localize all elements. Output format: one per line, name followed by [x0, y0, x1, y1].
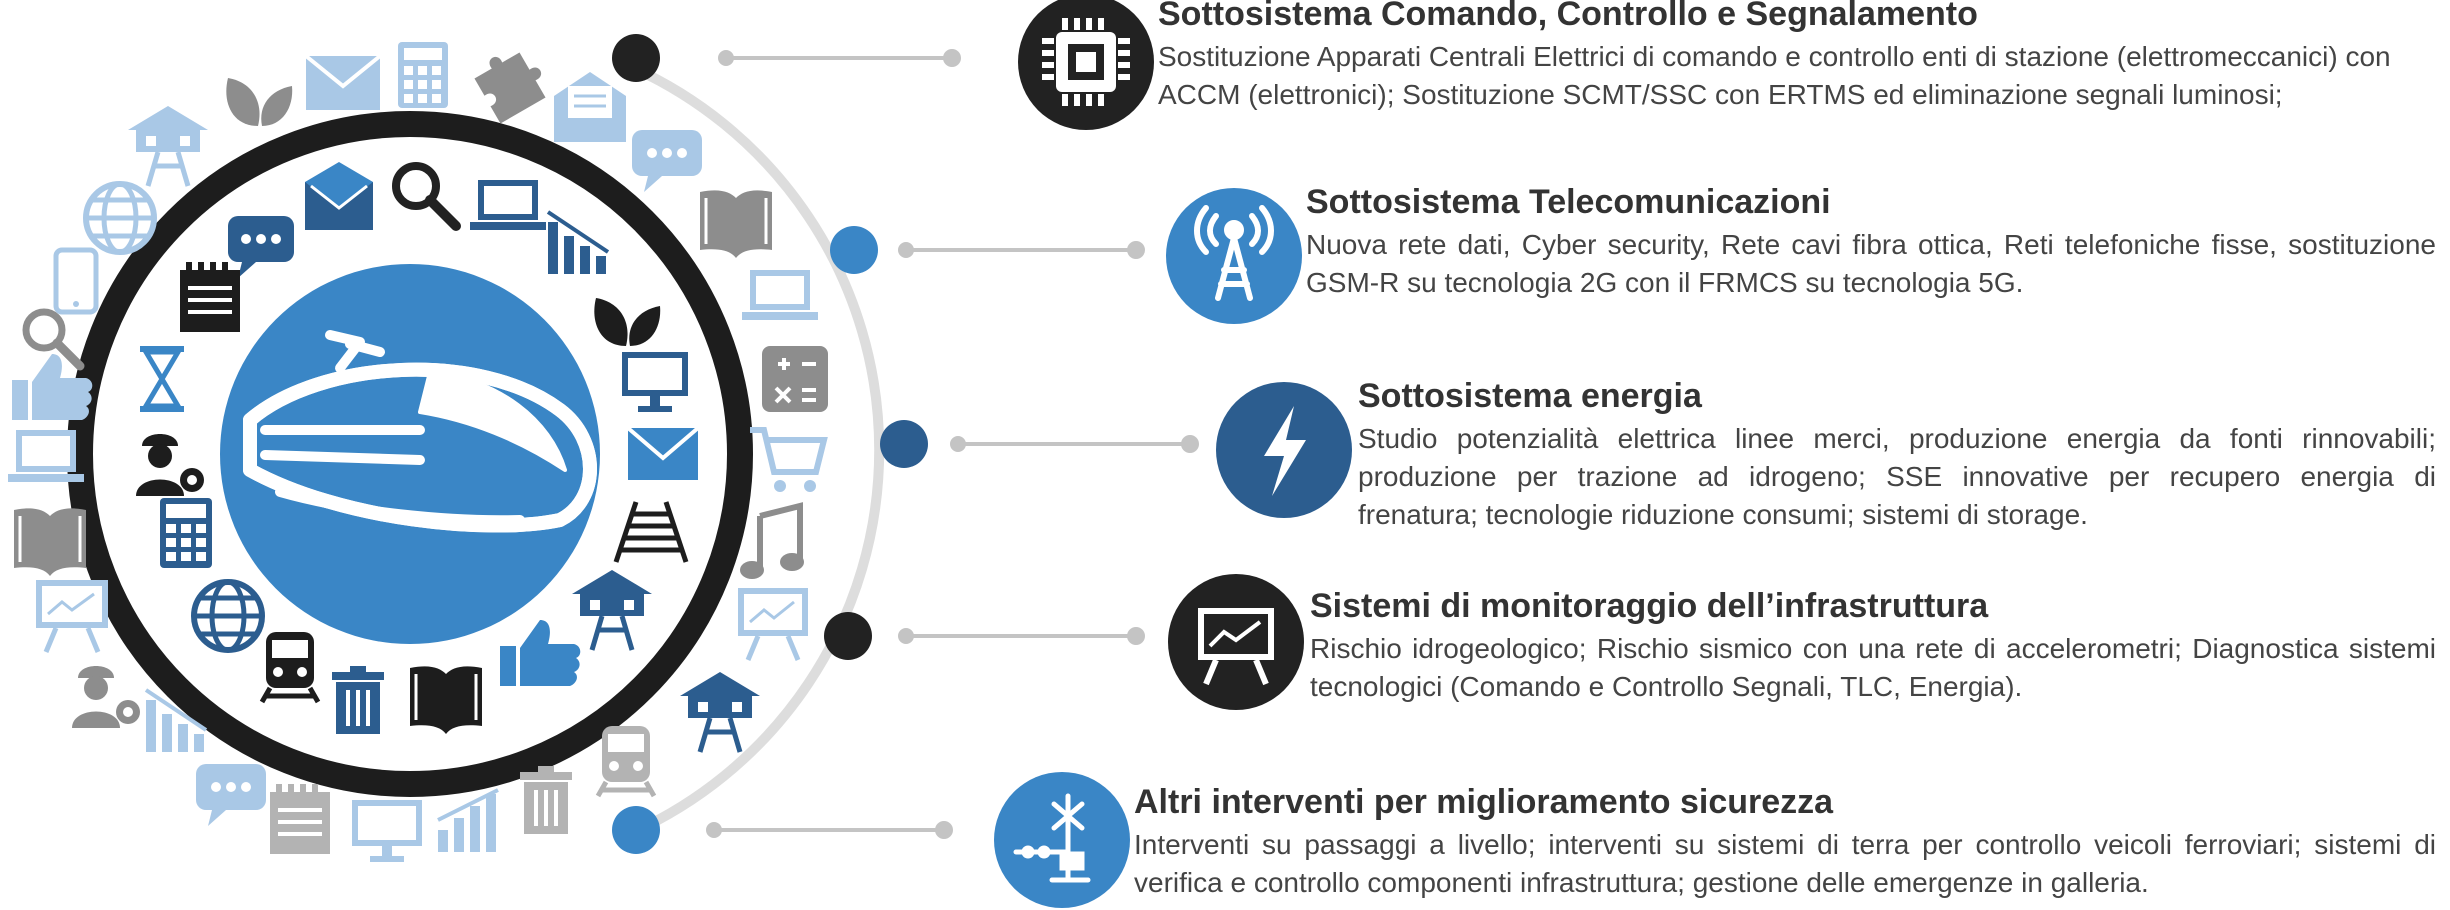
notepad-icon	[270, 784, 330, 854]
badge-monitoring	[1166, 572, 1306, 712]
mail-icon	[304, 54, 382, 110]
laptop-icon	[8, 430, 84, 482]
section-monitoring: Sistemi di monitoraggio dell’infrastrutt…	[1310, 586, 2436, 706]
mail-icon	[305, 162, 373, 230]
envelope-icon	[626, 426, 700, 480]
connector-dot-3	[880, 420, 928, 468]
trash-can-icon	[332, 666, 384, 734]
section-command-control: Sottosistema Comando, Controllo e Segnal…	[1158, 0, 2436, 114]
mail-open-icon	[554, 72, 626, 142]
smartphone-icon	[53, 247, 99, 315]
connector-dot-4	[824, 612, 872, 660]
station-tower-icon	[572, 570, 652, 651]
chip-icon	[1042, 18, 1130, 106]
monitor-icon	[622, 352, 688, 412]
lightning-icon	[1264, 406, 1306, 496]
worker-gear-icon	[136, 434, 204, 496]
section-description: Nuova rete dati, Cyber security, Rete ca…	[1306, 229, 2436, 298]
badge-command-control	[1016, 0, 1156, 132]
open-book-icon	[410, 666, 482, 734]
open-book-icon	[14, 508, 86, 576]
bar-chart-down-icon	[144, 688, 208, 752]
section-title: Sottosistema Comando, Controllo e Segnal…	[1158, 0, 1978, 33]
thumbs-up-icon	[500, 620, 581, 686]
badge-telecom	[1164, 186, 1304, 326]
thumbs-up-icon	[12, 354, 93, 420]
calculator-icon	[398, 42, 448, 108]
laptop-icon	[742, 270, 818, 320]
section-title: Sistemi di monitoraggio dell’infrastrutt…	[1310, 587, 1989, 625]
notepad-icon	[180, 262, 240, 332]
train-front-icon	[259, 632, 321, 704]
railway-track-icon	[613, 501, 689, 563]
section-description: Studio potenzialità elettrica linee merc…	[1358, 423, 2436, 530]
chat-bubble-icon	[228, 216, 294, 278]
section-energy: Sottosistema energia Studio potenzialità…	[1358, 376, 2436, 534]
leaf-icon	[594, 298, 661, 346]
section-title: Altri interventi per miglioramento sicur…	[1134, 783, 1834, 821]
shopping-cart-icon	[750, 427, 828, 492]
chat-bubble-icon	[632, 130, 702, 192]
section-description: Rischio idrogeologico; Rischio sismico c…	[1310, 633, 2436, 702]
connector-dot-1	[612, 34, 660, 82]
presentation-board-icon	[1198, 608, 1274, 686]
badge-safety	[992, 770, 1132, 910]
level-crossing-icon	[1013, 793, 1091, 883]
section-title: Sottosistema energia	[1358, 377, 1702, 415]
worker-gear-icon	[72, 666, 140, 728]
antenna-icon	[1194, 205, 1274, 301]
section-telecom: Sottosistema Telecomunicazioni Nuova ret…	[1306, 182, 2436, 302]
laptop-icon	[470, 180, 546, 230]
presentation-board-icon	[36, 580, 108, 653]
connector-dot-2	[830, 226, 878, 274]
monitor-icon	[352, 800, 422, 862]
badge-energy	[1214, 380, 1354, 520]
section-title: Sottosistema Telecomunicazioni	[1306, 183, 1831, 221]
puzzle-icon	[474, 52, 546, 124]
globe-icon	[83, 181, 157, 255]
magnifier-icon	[392, 162, 461, 231]
chat-bubble-icon	[196, 764, 266, 826]
connector-lines	[706, 49, 1199, 839]
calculator-keys-icon	[762, 346, 828, 412]
open-book-icon	[700, 190, 772, 258]
high-speed-train-icon	[243, 330, 597, 533]
bar-chart-down-icon	[546, 210, 610, 274]
music-note-icon	[740, 502, 804, 579]
train-front-icon	[595, 726, 657, 798]
calculator-icon	[160, 498, 212, 568]
section-description: Interventi su passaggi a livello; interv…	[1134, 829, 2436, 898]
section-description: Sostituzione Apparati Centrali Elettrici…	[1158, 41, 2391, 110]
outer-arc	[618, 57, 885, 843]
center-disc	[220, 264, 600, 644]
bar-chart-icon	[437, 788, 499, 852]
station-tower-icon	[128, 106, 208, 187]
presentation-board-icon	[738, 588, 808, 661]
trash-can-icon	[520, 766, 572, 834]
hourglass-icon	[140, 346, 184, 412]
connector-dot-5	[612, 806, 660, 854]
magnifier-icon	[22, 308, 85, 371]
section-safety: Altri interventi per miglioramento sicur…	[1134, 782, 2436, 902]
leaf-icon	[226, 78, 293, 126]
globe-icon	[191, 579, 265, 653]
station-tower-icon	[680, 672, 760, 753]
